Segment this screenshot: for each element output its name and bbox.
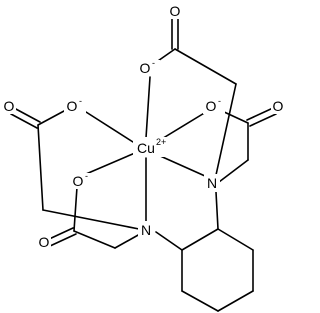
charge-o-anion-bottom: - (85, 171, 88, 181)
bond-otop-cu (145, 76, 151, 139)
atom-o-carbonyl-right: O (273, 98, 284, 114)
atom-o-anion-bottom: O (73, 173, 84, 189)
bond-nright-ring (215, 191, 219, 230)
ring-bond-6 (217, 228, 254, 251)
bond-cr-ominus (221, 110, 249, 124)
atom-n-right: N (207, 175, 217, 191)
bond-cr-odbl (246, 107, 274, 121)
ring-bond-1 (181, 228, 219, 251)
bond-or-cu (159, 111, 207, 141)
atom-o-carbonyl-top: O (170, 3, 181, 19)
ring-bond-4 (217, 290, 254, 312)
ring-bond-3 (181, 290, 219, 312)
charge-o-anion-left: - (79, 96, 82, 106)
bond-ch2top-n (215, 83, 237, 176)
atom-o-carbonyl-left: O (4, 98, 15, 114)
cu-complex-structure: O O O O O - O - O - O - Cu 2+ N N (2, 3, 285, 312)
atom-o-carbonyl-bottom: O (39, 234, 50, 250)
bond-ch2b-n (114, 233, 141, 249)
atom-n-left: N (141, 222, 151, 238)
bond-cb-odbl-2 (49, 233, 77, 247)
atom-o-anion-top: O (140, 60, 151, 76)
bond-nleft-ring (155, 231, 183, 251)
atom-labels: O O O O O - O - O - O - Cu 2+ N N (2, 3, 285, 250)
atom-copper: Cu (137, 140, 155, 156)
bond-cb-ch2 (73, 230, 116, 249)
atom-o-anion-left: O (67, 98, 78, 114)
charge-copper: 2+ (156, 137, 166, 147)
bond-cl-odbl-2 (10, 113, 38, 129)
bond-ol-cu (85, 111, 134, 143)
bond-cl-odbl (13, 107, 41, 123)
charge-o-anion-right: - (218, 96, 221, 106)
atom-o-anion-right: O (206, 98, 217, 114)
bonds (10, 16, 277, 312)
bond-cl-ch2 (37, 124, 44, 211)
bond-cl-ominus (37, 110, 65, 126)
bond-ctop-ch2 (174, 48, 237, 85)
bond-cr-odbl-2 (249, 113, 277, 127)
bond-cu-n-right (157, 154, 206, 177)
bond-ob-cu (85, 152, 136, 175)
bond-cb-odbl (46, 227, 74, 241)
bond-ch2r-n (218, 159, 249, 183)
bond-cb-ominus (73, 186, 78, 232)
structure-canvas: O O O O O - O - O - O - Cu 2+ N N (2, 3, 285, 312)
charge-o-anion-top: - (152, 58, 155, 68)
bond-ch2l-n (42, 209, 140, 230)
